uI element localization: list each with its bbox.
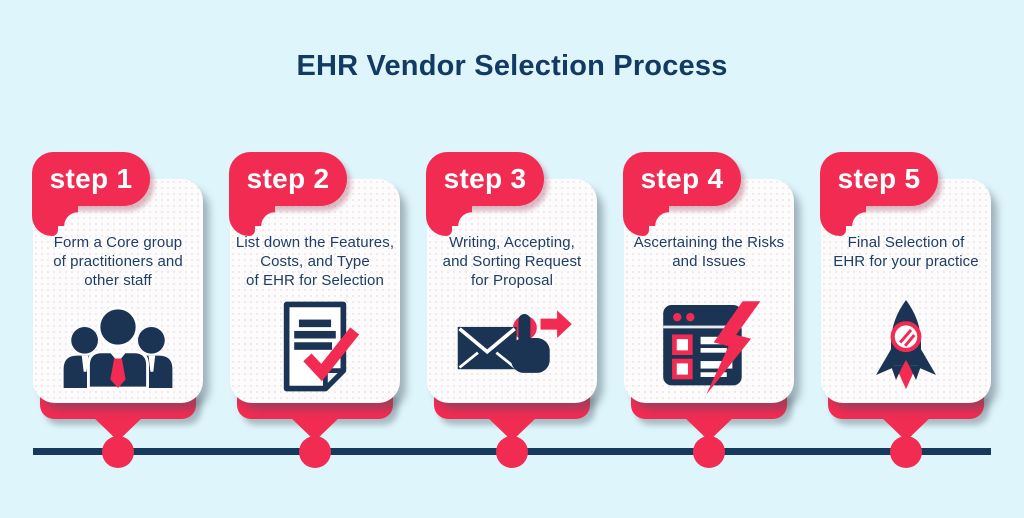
timeline-node xyxy=(693,436,725,468)
page-title: EHR Vendor Selection Process xyxy=(296,50,728,82)
step-1-badge: step 1 xyxy=(32,152,150,206)
timeline-node xyxy=(890,436,922,468)
step-4-badge: step 4 xyxy=(623,152,741,206)
step-5-icon-area xyxy=(821,295,991,395)
timeline-node xyxy=(299,436,331,468)
step-3-badge: step 3 xyxy=(426,152,544,206)
step-5-badge: step 5 xyxy=(820,152,938,206)
step-4: Ascertaining the Risks and Issues xyxy=(623,152,794,468)
document-check-icon xyxy=(283,301,360,392)
rocket-launch-icon xyxy=(876,300,936,390)
step-1-badge-fillet xyxy=(58,206,78,226)
team-icon xyxy=(63,306,173,390)
step-5-badge-fillet xyxy=(846,206,866,226)
step-5-description: Final Selection of EHR for your practice xyxy=(833,234,979,271)
step-1-description: Form a Core group of practitioners and o… xyxy=(53,234,183,290)
step-3-badge-fillet xyxy=(452,206,472,226)
step-4-icon-area xyxy=(624,301,794,395)
step-1: Form a Core group of practitioners and o… xyxy=(32,152,203,468)
step-2-badge-fillet xyxy=(255,206,275,226)
steps-row: Form a Core group of practitioners and o… xyxy=(32,152,991,468)
step-3-icon-area xyxy=(427,303,597,395)
risk-analysis-icon xyxy=(663,301,761,395)
step-3-card: Writing, Accepting, and Sorting Request … xyxy=(427,179,597,403)
step-4-description: Ascertaining the Risks and Issues xyxy=(633,234,785,271)
step-4-badge-fillet xyxy=(649,206,669,226)
step-2: List down the Features, Costs, and Type … xyxy=(229,152,400,468)
step-2-description: List down the Features, Costs, and Type … xyxy=(235,234,395,290)
step-2-badge: step 2 xyxy=(229,152,347,206)
step-3: Writing, Accepting, and Sorting Request … xyxy=(426,152,597,468)
step-2-icon-area xyxy=(230,299,400,395)
step-1-icon-area xyxy=(33,299,203,395)
timeline-node xyxy=(496,436,528,468)
send-proposal-icon xyxy=(457,310,572,373)
step-3-description: Writing, Accepting, and Sorting Request … xyxy=(442,234,582,290)
timeline-node xyxy=(102,436,134,468)
step-5: Final Selection of EHR for your practice… xyxy=(820,152,991,468)
